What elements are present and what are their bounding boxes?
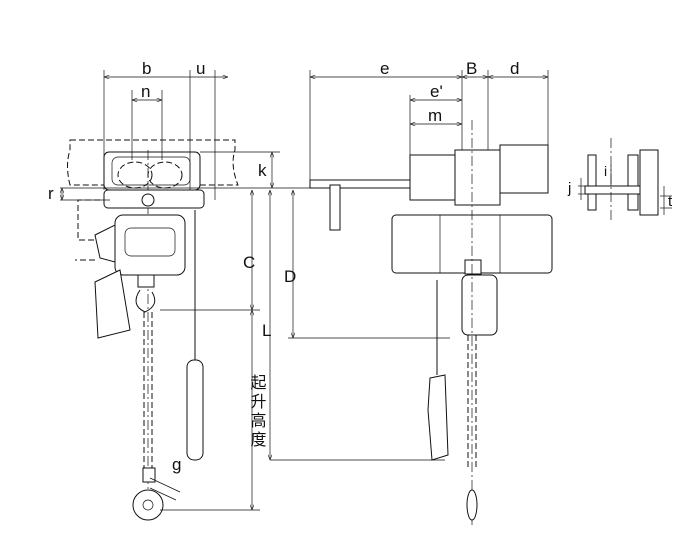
bottom-hook — [132, 489, 164, 521]
dim-m: m — [428, 106, 442, 125]
pendant-switch-side — [427, 374, 449, 461]
front-view: b u n k r C D L g 起升高度 — [48, 59, 450, 521]
hoist-body — [114, 214, 186, 276]
dim-k: k — [258, 161, 267, 180]
dim-g: g — [172, 455, 181, 474]
beam-arm — [309, 179, 411, 189]
dim-u: u — [196, 59, 205, 78]
dim-D: D — [284, 267, 296, 286]
dim-d: d — [510, 59, 519, 78]
dim-j: j — [567, 180, 571, 197]
dim-lift-height: 起升高度 — [248, 374, 267, 450]
dim-B: B — [466, 59, 477, 78]
dim-r: r — [48, 184, 54, 203]
detail-view: j i t — [567, 138, 673, 220]
dim-i: i — [604, 163, 607, 179]
dim-n: n — [141, 82, 150, 101]
traverse-motor — [499, 144, 549, 194]
dim-b: b — [142, 59, 151, 78]
bottom-hook-side — [466, 489, 478, 521]
trolley-body — [103, 151, 201, 191]
dim-e: e — [380, 59, 389, 78]
dim-t: t — [668, 193, 673, 210]
detail-motor — [639, 149, 659, 216]
control-box — [94, 269, 131, 339]
motor-fins — [94, 224, 116, 263]
hook — [135, 289, 156, 313]
side-plate — [409, 154, 456, 201]
dim-C: C — [243, 253, 255, 272]
side-view: e B d e' m — [309, 59, 553, 525]
control-box-side — [461, 274, 498, 336]
pendant-switch — [186, 359, 204, 461]
dim-L: L — [262, 321, 271, 340]
dim-e-prime: e' — [430, 82, 443, 101]
beam-outline — [67, 139, 239, 186]
